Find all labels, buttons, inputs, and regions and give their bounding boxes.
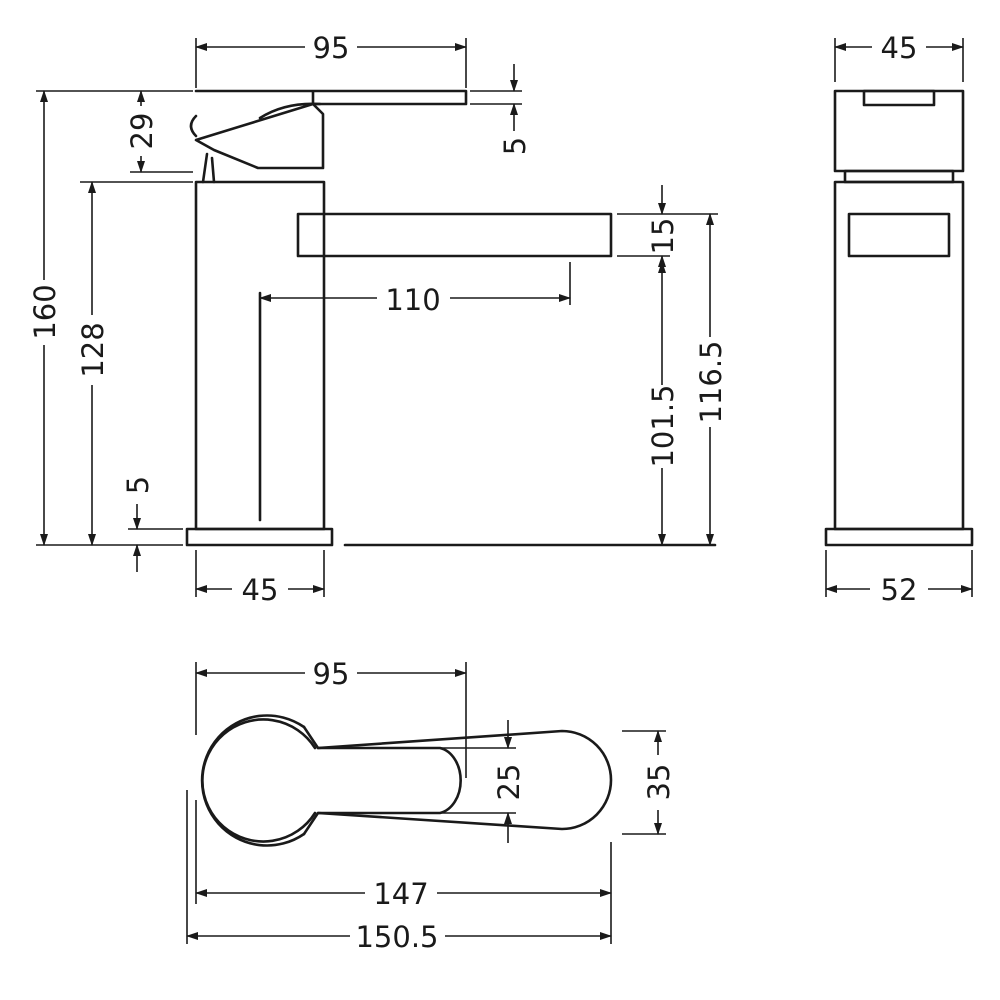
dim-plan-spout-width: 35 (642, 764, 676, 801)
dim-front-lever-thickness: 5 (498, 137, 532, 155)
dim-side-base-width: 52 (881, 573, 918, 607)
plan-base-outer (200, 714, 306, 847)
side-lever-slot (862, 89, 936, 107)
front-base-plate (185, 527, 334, 547)
side-spout-outlet (847, 212, 951, 258)
dim-plan-length-outer: 150.5 (355, 920, 438, 954)
dim-plan-lever-reach: 95 (313, 657, 350, 691)
dim-plan-lever-width: 25 (492, 764, 526, 801)
plan-spout-outline (302, 725, 613, 836)
side-lever-block (833, 89, 965, 173)
plan-view (200, 714, 613, 847)
dim-front-lever-height: 29 (125, 113, 159, 150)
dim-side-width-top: 45 (881, 31, 918, 65)
side-neck (843, 169, 955, 184)
front-spout (296, 212, 613, 258)
side-body (833, 180, 965, 531)
plan-lever-outline (316, 746, 462, 815)
dimensions: 95 160 29 128 5 45 110 (28, 31, 973, 954)
front-view (185, 89, 717, 547)
dim-front-body-height: 128 (76, 322, 110, 377)
front-neck (201, 152, 216, 184)
plan-base-inner (201, 718, 317, 843)
dim-front-spout-outlet-height: 101.5 (646, 384, 680, 467)
dim-front-base-width: 45 (242, 573, 279, 607)
side-base-plate (824, 527, 974, 547)
front-lever-block (194, 89, 468, 170)
side-view (824, 89, 974, 547)
dim-front-width-top: 95 (313, 31, 350, 65)
dim-front-base-thickness: 5 (121, 476, 155, 494)
dim-front-spout-reach: 110 (385, 283, 440, 317)
dim-front-spout-height: 15 (646, 218, 680, 255)
dim-plan-length-inner: 147 (373, 877, 428, 911)
front-lever-curve (258, 102, 322, 120)
dim-front-spout-top-height: 116.5 (694, 340, 728, 423)
dim-front-total-height: 160 (28, 284, 62, 339)
front-cartridge-knob (189, 114, 198, 138)
